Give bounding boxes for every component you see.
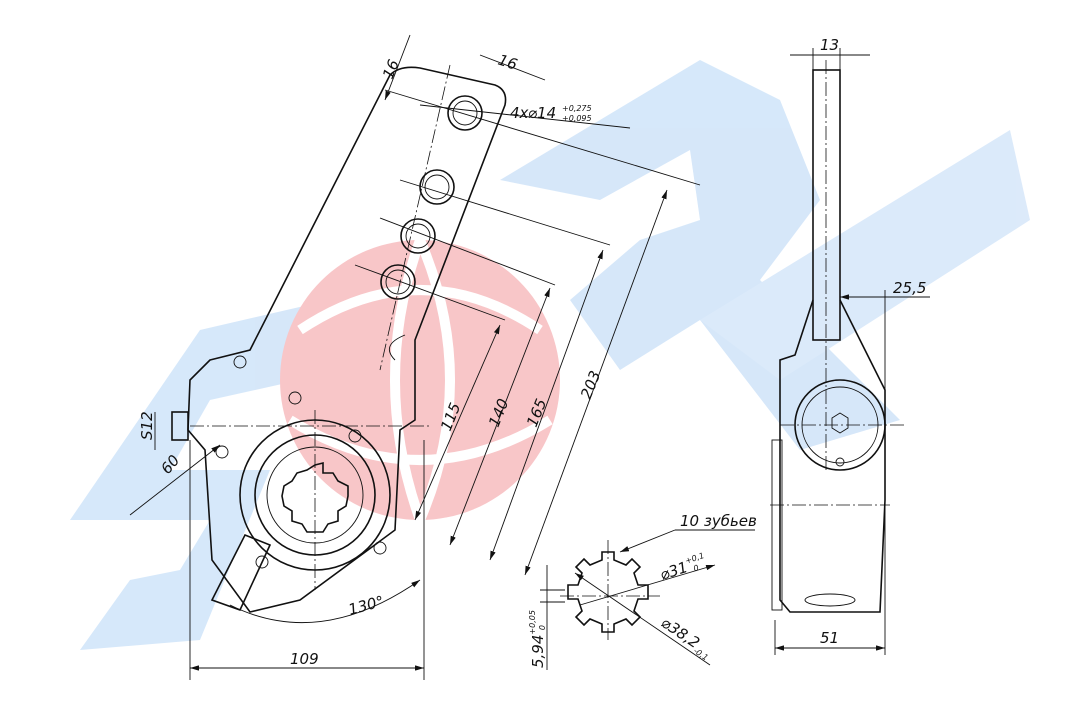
dim-25-5: 25,5	[893, 279, 926, 297]
tooth-width-value: 5,94	[529, 635, 547, 668]
dim-13: 13	[820, 36, 839, 54]
inner-diameter-value: 31	[666, 558, 690, 581]
inner-tol-lower: 0	[692, 563, 700, 573]
dim-109: 109	[290, 650, 319, 668]
hole-tol-upper: +0,275	[562, 104, 592, 113]
inner-diameter: ⌀31+0,10	[657, 551, 708, 584]
outer-diameter: ⌀38,2-0,1	[657, 613, 716, 662]
slack-adjuster-side-view	[770, 48, 930, 655]
dim-203: 203	[577, 368, 604, 401]
hole-diameter-value: 14	[537, 104, 556, 122]
hole-tol-lower: +0,095	[562, 114, 592, 123]
outer-tol: -0,1	[692, 646, 710, 662]
front-dimensions	[129, 34, 701, 680]
hole-diameter: ⌀14	[528, 104, 556, 122]
tooth-tol-upper: +0,05	[528, 610, 537, 635]
teeth-count-label: 10 зубьев	[680, 512, 757, 530]
dim-s12: S12	[138, 411, 156, 440]
spline-detail	[540, 529, 755, 670]
tooth-width: 5,94+0,050	[528, 610, 547, 668]
globe-icon	[280, 240, 560, 520]
hole-count: 4x	[510, 104, 529, 122]
dim-16-vertical: 16	[379, 57, 403, 81]
dim-51: 51	[820, 629, 839, 647]
slack-adjuster-front-view	[171, 64, 507, 613]
angle-130: 130°	[346, 592, 386, 619]
dim-16-horizontal: 16	[496, 51, 520, 74]
tooth-tol-lower: 0	[538, 625, 547, 630]
